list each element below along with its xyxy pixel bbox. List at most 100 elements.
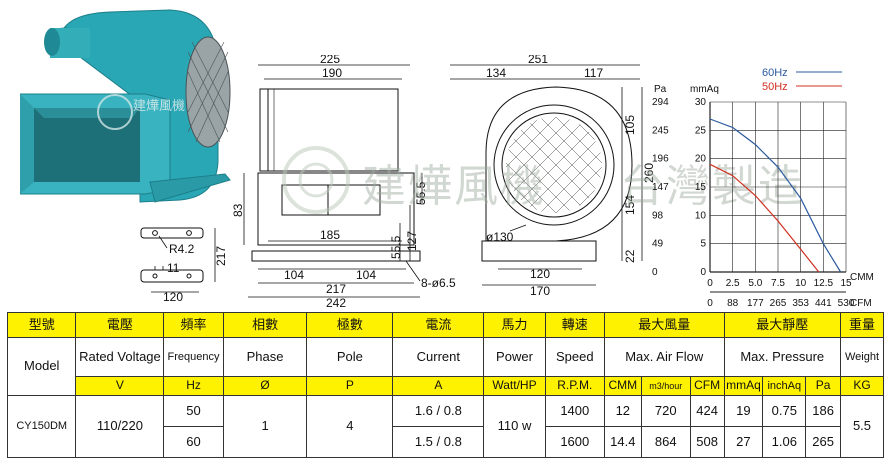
cell-pa: 186 bbox=[805, 395, 841, 427]
cell-current: 1.6 / 0.8 bbox=[392, 395, 485, 427]
unit-cfm: CFM bbox=[689, 376, 725, 396]
th-zh-current: 電流 bbox=[392, 312, 485, 338]
table-units: V Hz Ø P A Watt/HP R.P.M. CMM m3/hour CF… bbox=[8, 376, 884, 396]
cell-pa: 265 bbox=[805, 426, 841, 458]
th-zh-voltage: 電壓 bbox=[75, 312, 165, 338]
svg-text:217: 217 bbox=[214, 246, 228, 266]
cell-cmm: 12 bbox=[603, 395, 642, 427]
cell-current: 1.5 / 0.8 bbox=[392, 426, 485, 458]
cell-m3h: 864 bbox=[640, 426, 691, 458]
svg-text:225: 225 bbox=[320, 55, 340, 66]
cmm-tick-label: 10 bbox=[795, 278, 807, 289]
unit-hz: Hz bbox=[163, 376, 224, 396]
svg-text:170: 170 bbox=[530, 284, 550, 298]
cfm-tick-label: 88 bbox=[727, 298, 739, 309]
cmm-tick-label: 5.0 bbox=[748, 278, 762, 289]
cell-power: 110 w bbox=[483, 395, 546, 458]
cell-cfm: 424 bbox=[689, 395, 725, 427]
pa-tick-label: 294 bbox=[652, 97, 669, 108]
pa-tick-label: 0 bbox=[652, 267, 658, 278]
th-en-phase: Phase bbox=[222, 337, 308, 377]
unit-inchaq: inchAq bbox=[762, 376, 807, 396]
cell-model: CY150DM bbox=[6, 395, 77, 458]
th-zh-frequency: 頻率 bbox=[163, 312, 224, 338]
cell-cfm: 508 bbox=[689, 426, 725, 458]
legend-label-50hz: 50Hz bbox=[762, 81, 788, 93]
cell-rpm: 1400 bbox=[544, 395, 605, 427]
svg-text:127: 127 bbox=[405, 231, 419, 251]
side-view-drawing: 225 190 185 83 55.5 127 55.5 104 104 217… bbox=[231, 55, 428, 310]
cmm-tick-label: 7.5 bbox=[771, 278, 785, 289]
th-en-voltage: Rated Voltage bbox=[75, 337, 165, 377]
cell-phase: 1 bbox=[222, 395, 308, 458]
legend-label-60hz: 60Hz bbox=[762, 67, 788, 79]
cfm-tick-label: 353 bbox=[792, 298, 809, 309]
svg-text:185: 185 bbox=[320, 228, 340, 242]
svg-text:120: 120 bbox=[530, 267, 550, 281]
th-zh-airflow: 最大風量 bbox=[603, 312, 725, 338]
th-zh-model: 型號 bbox=[6, 312, 77, 338]
unit-phase: Ø bbox=[222, 376, 308, 396]
cell-freq: 60 bbox=[163, 426, 224, 458]
pa-axis-label: Pa bbox=[654, 84, 667, 95]
unit-watt: Watt/HP bbox=[483, 376, 546, 396]
cell-freq: 50 bbox=[163, 395, 224, 427]
th-en-model: Model bbox=[6, 337, 77, 396]
mmaq-axis-label: mmAq bbox=[690, 84, 719, 95]
grill-mesh-icon bbox=[187, 41, 229, 143]
unit-pole: P bbox=[306, 376, 394, 396]
th-zh-pressure: 最大靜壓 bbox=[723, 312, 841, 338]
svg-text:104: 104 bbox=[284, 268, 304, 282]
svg-text:11: 11 bbox=[167, 261, 180, 275]
th-zh-power: 馬力 bbox=[483, 312, 546, 338]
spec-table: 型號 電壓 頻率 相數 極數 電流 馬力 轉速 最大風量 最大靜壓 重量 Mod… bbox=[6, 312, 884, 458]
cell-pole: 4 bbox=[306, 395, 394, 458]
mmaq-tick-label: 15 bbox=[695, 182, 707, 193]
unit-rpm: R.P.M. bbox=[544, 376, 605, 396]
th-zh-weight: 重量 bbox=[840, 312, 884, 338]
svg-text:260: 260 bbox=[642, 163, 656, 183]
svg-text:217: 217 bbox=[326, 282, 346, 296]
table-row: CY150DM 110/220 50 1 4 1.6 / 0.8 110 w 1… bbox=[6, 395, 884, 458]
unit-mmaq: mmAq bbox=[723, 376, 764, 396]
svg-text:120: 120 bbox=[163, 290, 183, 304]
svg-text:190: 190 bbox=[322, 66, 342, 80]
product-photo: 建燁風機 bbox=[20, 9, 231, 203]
svg-text:134: 134 bbox=[486, 66, 506, 80]
cmm-tick-label: 15 bbox=[840, 278, 852, 289]
unit-cmm: CMM bbox=[603, 376, 642, 396]
cell-inchaq: 0.75 bbox=[762, 395, 807, 427]
watermark-suffix: 台灣製造 bbox=[620, 162, 804, 211]
cfm-tick-label: 441 bbox=[815, 298, 832, 309]
bracket-drawing: R4.2 11 120 217 bbox=[140, 227, 228, 304]
cfm-tick-label: 530 bbox=[838, 298, 855, 309]
holes-label: 8-ø6.5 bbox=[421, 276, 456, 290]
svg-text:22: 22 bbox=[623, 249, 637, 263]
front-view-drawing: 251 134 117 ø130 120 170 105 154 260 22 bbox=[450, 55, 656, 298]
unit-v: V bbox=[75, 376, 165, 396]
cmm-tick-label: 12.5 bbox=[814, 278, 834, 289]
svg-text:55.5: 55.5 bbox=[389, 235, 403, 259]
watermark-brand: 建燁風機 bbox=[362, 162, 546, 211]
svg-text:ø130: ø130 bbox=[486, 230, 514, 244]
cell-inchaq: 1.06 bbox=[762, 426, 807, 458]
mmaq-tick-label: 30 bbox=[695, 97, 707, 108]
svg-text:117: 117 bbox=[584, 66, 603, 80]
svg-text:154: 154 bbox=[623, 195, 637, 215]
cfm-tick-label: 0 bbox=[707, 298, 713, 309]
th-en-weight: Weight bbox=[840, 337, 884, 377]
th-en-pole: Pole bbox=[306, 337, 394, 377]
pa-tick-label: 245 bbox=[652, 125, 669, 136]
th-en-power: Power bbox=[483, 337, 546, 377]
unit-m3h: m3/hour bbox=[640, 376, 691, 396]
series-line-50hz bbox=[709, 163, 820, 273]
watermark-logo bbox=[282, 146, 350, 214]
mmaq-tick-label: 0 bbox=[700, 267, 706, 278]
svg-text:建燁風機: 建燁風機 bbox=[133, 98, 185, 113]
svg-text:R4.2: R4.2 bbox=[169, 242, 195, 256]
pa-tick-label: 147 bbox=[652, 182, 669, 193]
cell-mmaq: 27 bbox=[723, 426, 764, 458]
svg-text:105: 105 bbox=[623, 115, 637, 135]
th-en-speed: Speed bbox=[544, 337, 605, 377]
svg-text:83: 83 bbox=[231, 203, 245, 217]
